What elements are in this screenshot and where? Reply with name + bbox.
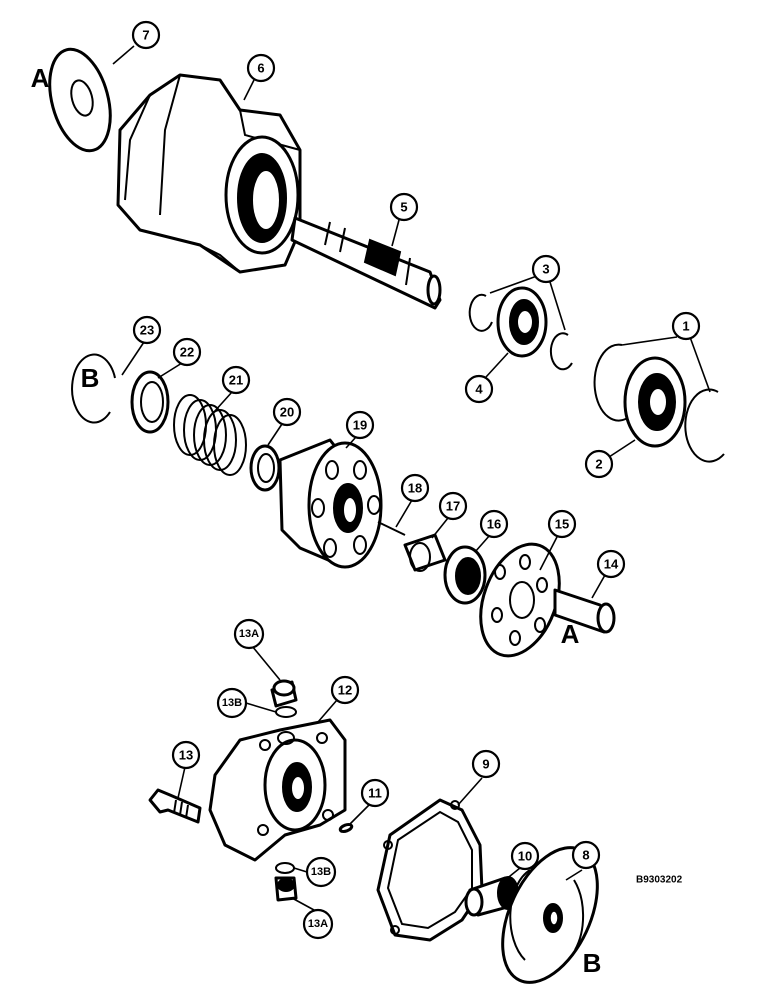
part-8-port-plate: [501, 846, 599, 984]
callout-13a-top: 13A: [233, 618, 265, 650]
part-18-pin: [377, 521, 406, 536]
part-3-snap-ring-right: [549, 332, 573, 371]
callout-23: 23: [132, 315, 162, 345]
part-4-bearing: [496, 286, 548, 358]
callout-22: 22: [172, 337, 202, 367]
callout-10: 10: [510, 841, 540, 871]
svg-text:8: 8: [582, 848, 589, 863]
svg-text:13A: 13A: [308, 918, 328, 930]
callout-17: 17: [438, 491, 468, 521]
svg-text:4: 4: [475, 382, 483, 397]
part-20-washer: [249, 444, 281, 492]
callout-14: 14: [596, 549, 626, 579]
part-1-snap-ring-left: [593, 343, 631, 422]
match-letter-b-bottom: B: [583, 948, 602, 978]
callout-19: 19: [345, 410, 375, 440]
svg-text:20: 20: [280, 405, 294, 420]
part-11-pin: [338, 823, 354, 833]
svg-text:23: 23: [140, 323, 154, 338]
callout-15: 15: [547, 509, 577, 539]
callout-1: 1: [671, 311, 701, 341]
part-5-shaft: [290, 216, 442, 310]
part-17-ring: [403, 533, 447, 572]
callout-11: 11: [360, 778, 390, 808]
part-1-snap-ring-right: [684, 388, 725, 463]
part-16-bearing: [443, 545, 487, 605]
svg-text:16: 16: [487, 517, 501, 532]
callout-7: 7: [131, 20, 161, 50]
part-13a-plug-bottom: [274, 876, 298, 902]
match-letter-a-top: A: [31, 63, 50, 93]
svg-text:14: 14: [604, 557, 619, 572]
svg-text:11: 11: [368, 786, 382, 801]
part-3-snap-ring-left: [468, 293, 493, 332]
leader-lines: [112, 45, 711, 911]
part-23-snap-ring: [71, 353, 116, 424]
callout-13b-bottom: 13B: [305, 856, 337, 888]
svg-text:9: 9: [482, 757, 489, 772]
callout-12: 12: [330, 675, 360, 705]
part-13-bolt: [148, 788, 202, 824]
callout-3: 3: [531, 254, 561, 284]
svg-text:7: 7: [142, 28, 149, 43]
part-7-washer: [48, 47, 112, 153]
callout-2: 2: [584, 449, 614, 479]
part-12-end-cover: [208, 718, 347, 862]
callout-9: 9: [471, 749, 501, 779]
part-13a-plug-top: [270, 679, 298, 708]
svg-text:5: 5: [400, 200, 407, 215]
callout-18: 18: [400, 473, 430, 503]
match-letter-b-top: B: [81, 363, 100, 393]
part-14-bushing: [553, 588, 616, 634]
part-2-bearing: [623, 356, 687, 448]
callout-13a-bottom: 13A: [302, 908, 334, 940]
callout-6: 6: [246, 53, 276, 83]
svg-text:17: 17: [446, 499, 460, 514]
figure-code: B9303202: [636, 875, 683, 886]
svg-text:3: 3: [542, 262, 549, 277]
callout-13: 13: [171, 740, 201, 770]
svg-text:18: 18: [408, 481, 422, 496]
svg-text:13A: 13A: [239, 628, 259, 640]
svg-text:1: 1: [682, 319, 689, 334]
callout-16: 16: [479, 509, 509, 539]
svg-text:21: 21: [229, 373, 243, 388]
part-6-housing: [116, 73, 302, 274]
callout-21: 21: [221, 365, 251, 395]
svg-text:13B: 13B: [311, 866, 331, 878]
part-19-cylinder-block: [278, 438, 383, 569]
match-letter-a-bottom: A: [561, 619, 580, 649]
svg-text:19: 19: [353, 418, 367, 433]
part-21-spring: [173, 394, 247, 476]
callout-8: 8: [571, 840, 601, 870]
svg-text:12: 12: [338, 683, 352, 698]
part-13b-oring-top: [275, 706, 297, 718]
svg-text:6: 6: [257, 61, 264, 76]
svg-text:2: 2: [595, 457, 602, 472]
svg-text:22: 22: [180, 345, 194, 360]
part-22-washer: [130, 370, 170, 434]
svg-text:13B: 13B: [222, 697, 242, 709]
callout-20: 20: [272, 397, 302, 427]
part-13b-oring-bottom: [275, 862, 295, 874]
svg-text:13: 13: [179, 748, 193, 763]
callout-13b-top: 13B: [216, 687, 248, 719]
svg-text:10: 10: [518, 849, 532, 864]
svg-text:15: 15: [555, 517, 569, 532]
callout-4: 4: [464, 374, 494, 404]
callout-5: 5: [389, 192, 419, 222]
part-9-gasket: [376, 798, 484, 942]
